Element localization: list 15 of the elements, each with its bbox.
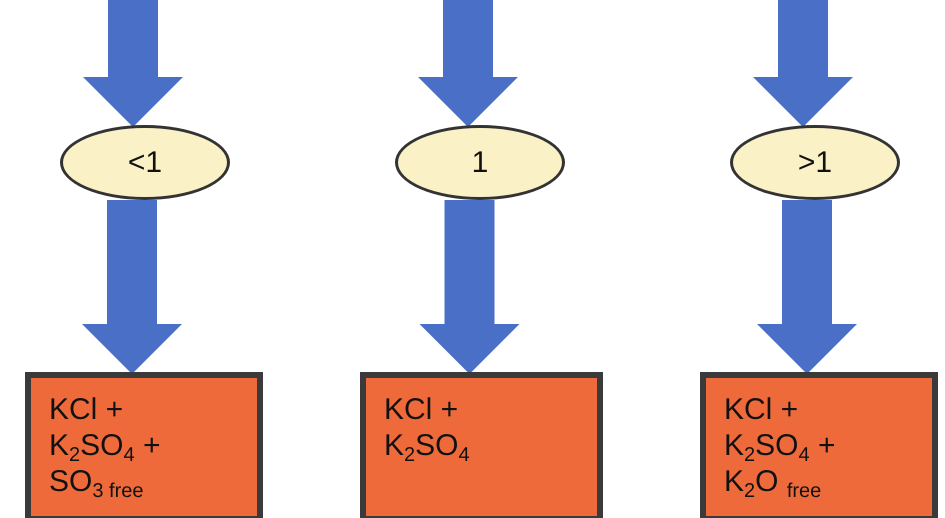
block-arrow [82,200,182,374]
result-box [25,372,263,518]
block-arrow [83,0,183,127]
ratio-value: 1 [472,144,488,180]
block-arrow [420,200,520,374]
compound-list: KCl + K$_{2}$SO$_{4}$ + K$_{2}$O $_{free}$ [724,392,859,500]
block-arrow [753,0,853,127]
result-box [700,372,938,518]
block-arrow [418,0,518,127]
ratio-value: <1 [128,144,162,180]
ratio-value: >1 [798,144,832,180]
compound-list: KCl + K$_{2}$SO$_{4}$ [384,392,519,464]
block-arrow [757,200,857,374]
compound-list: KCl + K$_{2}$SO$_{4}$ + SO$_{3 free}$ [49,392,184,500]
result-box [360,372,603,518]
